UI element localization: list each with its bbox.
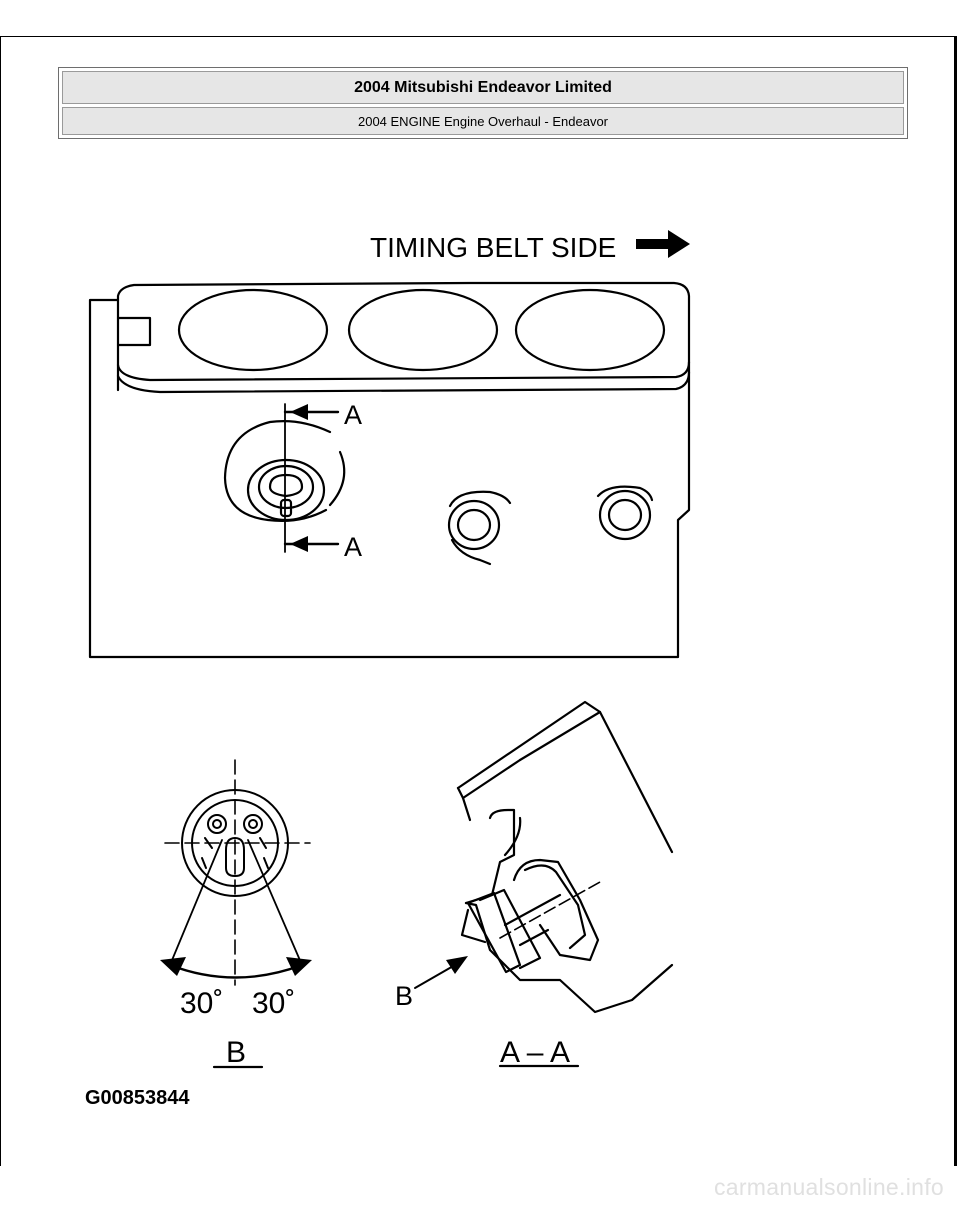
cylinder-bore-3 xyxy=(514,288,666,372)
vehicle-title: 2004 Mitsubishi Endeavor Limited xyxy=(354,78,612,96)
timing-belt-arrow xyxy=(636,230,690,258)
header-subtitle-row: 2004 ENGINE Engine Overhaul - Endeavor xyxy=(62,107,904,135)
boss-right xyxy=(596,485,654,541)
document-header: 2004 Mitsubishi Endeavor Limited 2004 EN… xyxy=(58,67,908,139)
header-title-row: 2004 Mitsubishi Endeavor Limited xyxy=(62,71,904,104)
section-marker-bottom: A xyxy=(344,532,362,562)
angle-label-left: 30˚ xyxy=(180,987,223,1020)
timing-belt-side-label: TIMING BELT SIDE xyxy=(370,232,616,263)
detail-view-b xyxy=(164,759,311,986)
watermark: carmanualsonline.info xyxy=(713,1173,944,1200)
figure-id: G00853844 xyxy=(85,1087,190,1109)
angle-label-right: 30˚ xyxy=(252,987,295,1020)
section-pointer-label: B xyxy=(395,981,413,1011)
cylinder-block-top-view xyxy=(88,281,691,659)
section-marker-top: A xyxy=(344,400,362,430)
oil-jet-boss xyxy=(223,420,346,522)
detail-b-caption: B xyxy=(226,1036,246,1069)
section-view-a-a xyxy=(414,700,674,1014)
page-frame xyxy=(0,36,957,1166)
cylinder-bore-2 xyxy=(347,288,499,372)
cylinder-bore-1 xyxy=(177,288,329,372)
section-title: 2004 ENGINE Engine Overhaul - Endeavor xyxy=(357,113,609,129)
section-a-a-caption: A – A xyxy=(500,1036,570,1069)
boss-middle xyxy=(447,490,512,566)
